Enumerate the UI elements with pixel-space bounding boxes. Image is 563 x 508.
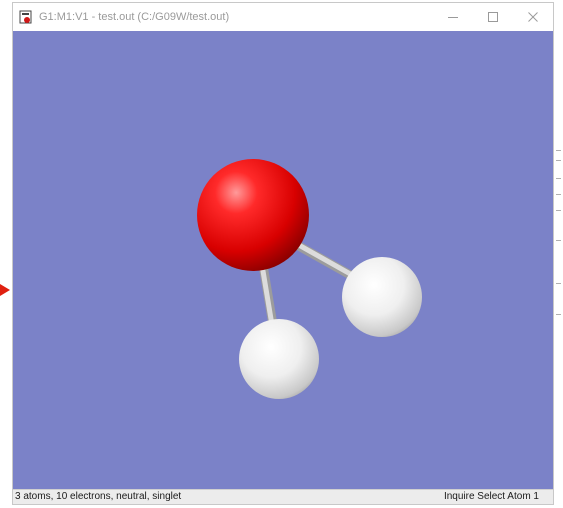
status-bar: 3 atoms, 10 electrons, neutral, singlet … [13,489,553,504]
gaussview-app-icon[interactable] [19,10,33,24]
molecule-summary-text: 3 atoms, 10 electrons, neutral, singlet [15,491,182,502]
edge-tick [556,178,561,179]
right-edge-strip [554,0,563,508]
mouse-mode-text: Inquire Select Atom 1 [443,491,539,502]
edge-tick [556,194,561,195]
minimize-button[interactable] [433,3,473,31]
edge-tick [556,240,561,241]
maximize-button[interactable] [473,3,513,31]
minimize-icon [448,17,458,18]
hydrogen-atom-right[interactable] [342,257,422,337]
edge-tick [556,283,561,284]
close-icon [528,12,538,22]
edge-tick [556,210,561,211]
molecule-view-window: G1:M1:V1 - test.out (C:/G09W/test.out) [12,2,554,505]
red-pointer-arrow-icon [0,284,10,296]
window-title: G1:M1:V1 - test.out (C:/G09W/test.out) [39,11,230,23]
edge-tick [556,150,561,151]
close-button[interactable] [513,3,553,31]
edge-tick [556,314,561,315]
maximize-icon [488,12,498,22]
oxygen-atom[interactable] [197,159,309,271]
molecule-render [197,159,422,399]
molecule-viewport[interactable] [13,31,553,489]
edge-tick [556,160,561,161]
hydrogen-atom-bottom[interactable] [239,319,319,399]
window-titlebar[interactable]: G1:M1:V1 - test.out (C:/G09W/test.out) [13,3,553,31]
